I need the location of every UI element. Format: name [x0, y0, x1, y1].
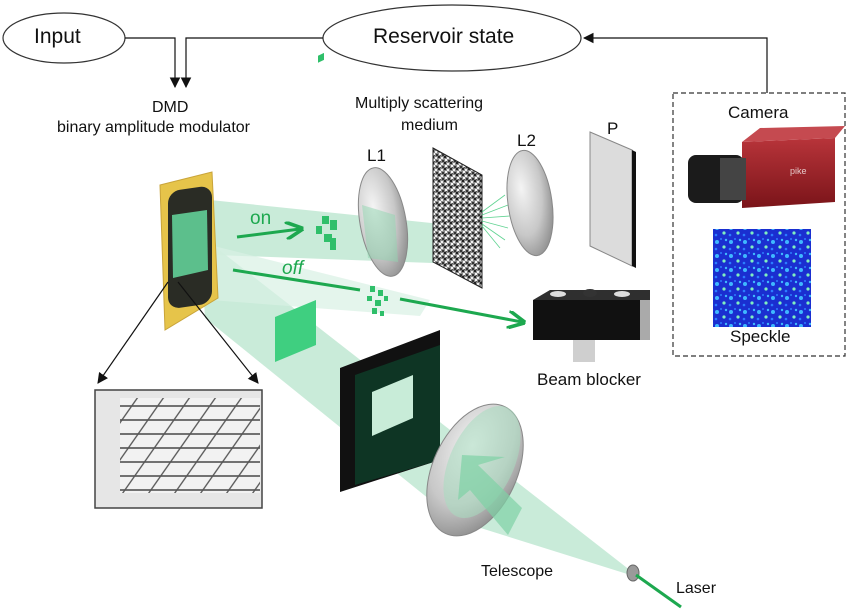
l2-label: L2 [517, 131, 536, 150]
edge-camera-to-reservoir [582, 32, 768, 93]
l1-label: L1 [367, 146, 386, 165]
edge-input-to-dmd [125, 37, 181, 89]
dmd-sublabel: binary amplitude modulator [57, 119, 250, 136]
control-flow [2, 4, 768, 93]
aperture-mask[interactable] [340, 330, 440, 492]
on-arrow [236, 229, 300, 237]
telescope-lens[interactable] [407, 389, 542, 551]
input-label: Input [34, 25, 81, 48]
laser-label: Laser [676, 580, 717, 597]
micromirror-inset [94, 389, 263, 509]
speckle-image [713, 229, 811, 327]
off-arrow [232, 268, 522, 322]
speckle-label: Speckle [730, 327, 791, 346]
laser-source[interactable] [626, 564, 682, 609]
beam-off-upper [210, 245, 430, 316]
camera-label: Camera [728, 103, 789, 122]
edge-reservoir-to-dmd [180, 37, 323, 89]
scattering-medium[interactable] [432, 147, 511, 289]
polarizer-p[interactable] [589, 131, 636, 268]
off-pattern [367, 286, 388, 316]
medium-label: Multiply scattering [355, 95, 484, 112]
beam-cross-section [275, 300, 316, 362]
beam-blocker[interactable] [533, 289, 650, 362]
off-label: off [282, 258, 304, 279]
telescope-label: Telescope [481, 563, 554, 580]
telescope-arrow [458, 455, 522, 535]
p-label: P [607, 119, 619, 138]
lens-l1[interactable] [351, 164, 415, 280]
dmd-label: DMD [152, 99, 189, 116]
reservoir-state-label: Reservoir state [373, 25, 515, 48]
camera-brand-text: pike [790, 166, 807, 176]
dmd-zoom-indicator [97, 281, 259, 384]
camera-panel [672, 92, 846, 357]
beam-blocker-label: Beam blocker [537, 370, 641, 389]
dmd-chip[interactable] [159, 171, 219, 331]
on-label: on [250, 208, 272, 229]
medium-sublabel: medium [401, 117, 458, 134]
lens-l2[interactable] [501, 147, 559, 258]
camera-device[interactable]: pike [688, 126, 845, 208]
on-pattern [316, 52, 337, 250]
